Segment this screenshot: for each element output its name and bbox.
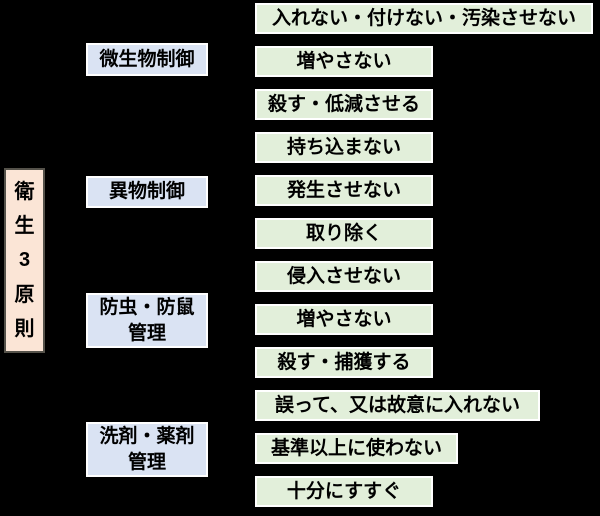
category-box-microbial-control: 微生物制御 xyxy=(86,43,208,76)
category-box-pest-rodent-management: 防虫・防鼠 管理 xyxy=(86,293,208,348)
action-box-do-not-exceed-standard: 基準以上に使わない xyxy=(255,433,458,464)
action-box-do-not-bring-in: 持ち込まない xyxy=(255,132,433,163)
title-text: 衛生3原則 xyxy=(14,180,35,341)
action-box-kill-capture: 殺す・捕獲する xyxy=(255,347,433,378)
category-box-detergent-chemical-management: 洗剤・薬剤 管理 xyxy=(86,422,208,477)
action-box-do-not-multiply: 増やさない xyxy=(255,46,433,77)
action-box-remove: 取り除く xyxy=(255,218,433,249)
action-box-rinse-thoroughly: 十分にすすぐ xyxy=(255,476,433,507)
action-box-do-not-generate: 発生させない xyxy=(255,175,433,206)
action-box-no-accidental-intentional-mixing: 誤って、又は故意に入れない xyxy=(255,390,540,421)
title-box-hygiene-3-principles: 衛生3原則 xyxy=(4,168,45,353)
action-box-do-not-let-multiply: 増やさない xyxy=(255,304,433,335)
action-box-kill-reduce: 殺す・低減させる xyxy=(255,89,433,120)
category-box-foreign-matter-control: 異物制御 xyxy=(86,176,208,208)
action-box-do-not-introduce-attach-contaminate: 入れない・付けない・汚染させない xyxy=(255,3,593,34)
action-box-do-not-let-invade: 侵入させない xyxy=(255,261,433,292)
